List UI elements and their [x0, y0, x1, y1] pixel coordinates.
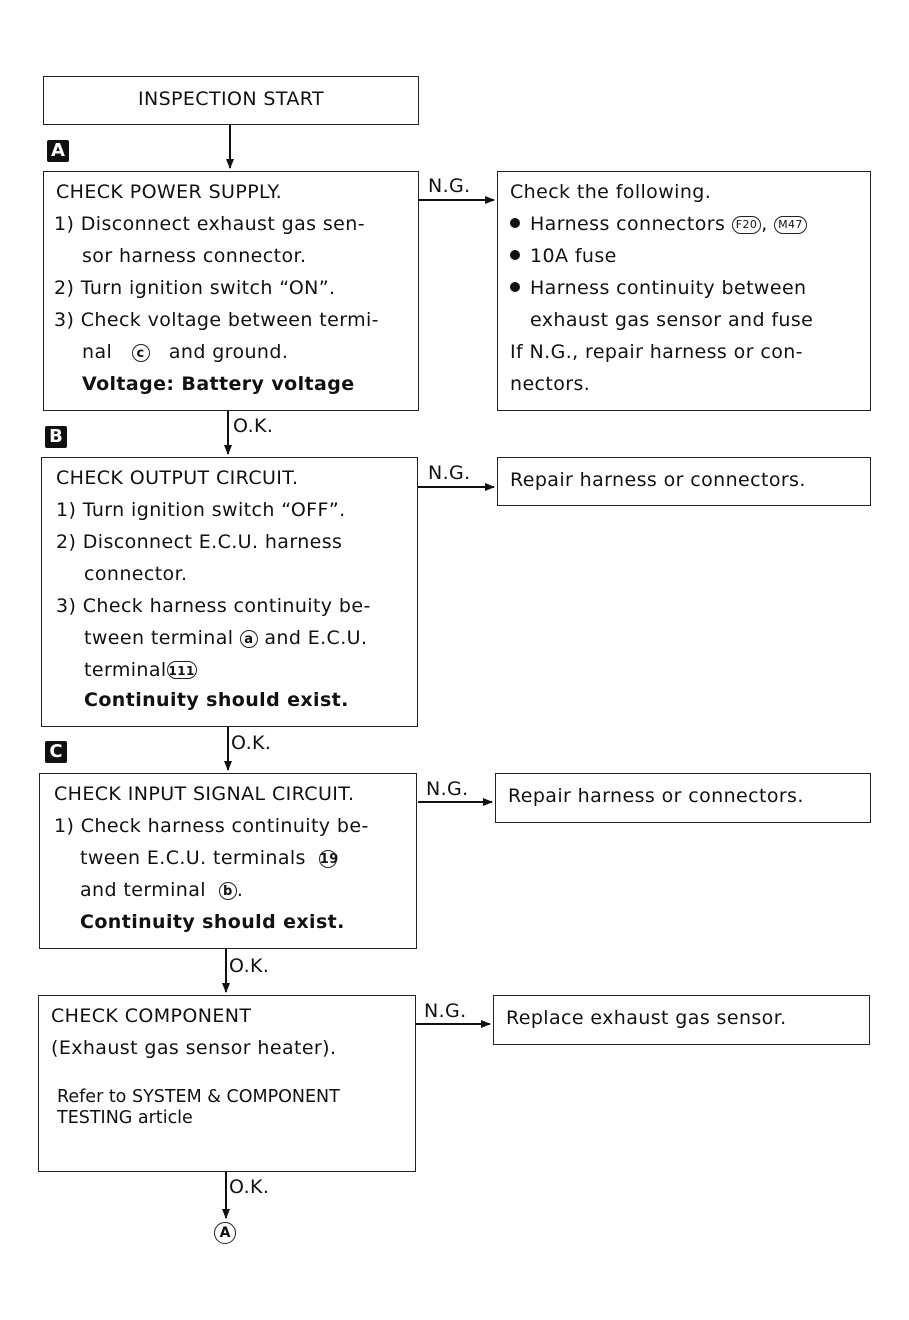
step-a-line-3: 2) Turn ignition switch “ON”. [54, 277, 336, 299]
step-c-line-3-text: and terminal [80, 879, 206, 901]
step-a-ng-tail-2: nectors. [510, 373, 591, 395]
step-c-line-2-text: tween E.C.U. terminals [80, 847, 306, 869]
step-b-title: CHECK OUTPUT CIRCUIT. [56, 467, 299, 489]
end-connector-a-icon: A [214, 1222, 236, 1244]
step-a-ng-box: Check the following. Harness connectors … [497, 171, 871, 411]
step-c-line-1: 1) Check harness continuity be- [54, 815, 369, 837]
step-d-ng-text: Replace exhaust gas sensor. [506, 1007, 787, 1029]
step-d-ng-label: N.G. [424, 1000, 467, 1022]
step-b-ng-text: Repair harness or connectors. [510, 469, 806, 491]
step-a-line-2: sor harness connector. [82, 245, 307, 267]
step-b-line-3: connector. [84, 563, 188, 585]
step-c-box: CHECK INPUT SIGNAL CIRCUIT. 1) Check har… [39, 773, 417, 949]
step-c-ng-box: Repair harness or connectors. [495, 773, 871, 823]
step-b-line-1: 1) Turn ignition switch “OFF”. [56, 499, 346, 521]
step-b-spec: Continuity should exist. [84, 689, 349, 711]
step-a-ng-intro: Check the following. [510, 181, 712, 203]
step-a-ng-bullet-1-text: Harness connectors [530, 213, 726, 235]
step-d-title: CHECK COMPONENT [51, 1005, 252, 1027]
terminal-b-icon: b [218, 882, 237, 900]
connector-f20-icon: F20 [731, 216, 762, 234]
inspection-start-label: INSPECTION START [137, 88, 325, 110]
step-d-note-2: TESTING article [57, 1108, 193, 1128]
step-a-ng-label: N.G. [428, 175, 471, 197]
step-a-line-4: 3) Check voltage between termi- [54, 309, 379, 331]
step-c-spec: Continuity should exist. [80, 911, 345, 933]
connector-m47-icon: M47 [774, 216, 807, 234]
inspection-start-box: INSPECTION START [43, 76, 419, 125]
step-b-line-5: tween terminal a and E.C.U. [84, 628, 367, 648]
bullet-icon [510, 250, 520, 260]
step-b-ng-box: Repair harness or connectors. [497, 457, 871, 506]
step-a-badge: A [47, 140, 69, 162]
step-b-line-2: 2) Disconnect E.C.U. harness [56, 531, 343, 553]
step-a-ng-bullet-3-text: Harness continuity between [530, 277, 807, 299]
step-a-line-5-text: nal [82, 341, 113, 363]
ecu-terminal-19-icon: 19 [318, 850, 339, 868]
step-a-line-1: 1) Disconnect exhaust gas sen- [54, 213, 365, 235]
step-a-box: CHECK POWER SUPPLY. 1) Disconnect exhaus… [43, 171, 419, 411]
step-a-line-5: nal c and ground. [82, 342, 288, 362]
step-a-line-5b-text: and ground. [168, 341, 289, 363]
step-c-line-3: and terminal b. [80, 880, 243, 900]
step-b-box: CHECK OUTPUT CIRCUIT. 1) Turn ignition s… [41, 457, 418, 727]
step-a-ng-bullet-2-text: 10A fuse [530, 245, 617, 267]
step-a-ng-bullet-3: Harness continuity between [510, 278, 806, 298]
step-c-title: CHECK INPUT SIGNAL CIRCUIT. [54, 783, 355, 805]
step-d-subtitle: (Exhaust gas sensor heater). [51, 1037, 337, 1059]
step-b-ok-label: O.K. [231, 732, 272, 754]
terminal-c-icon: c [131, 344, 150, 362]
step-c-ng-label: N.G. [426, 778, 469, 800]
step-a-ng-bullet-3b: exhaust gas sensor and fuse [530, 309, 814, 331]
step-c-ok-label: O.K. [229, 955, 270, 977]
step-c-badge: C [45, 741, 67, 763]
step-d-ng-box: Replace exhaust gas sensor. [493, 995, 870, 1045]
step-b-line-4: 3) Check harness continuity be- [56, 595, 371, 617]
step-d-box: CHECK COMPONENT (Exhaust gas sensor heat… [38, 995, 416, 1172]
bullet-icon [510, 282, 520, 292]
step-c-line-3-period: . [236, 879, 244, 901]
step-d-note-1: Refer to SYSTEM & COMPONENT [57, 1087, 340, 1107]
step-b-line-5b-text: and E.C.U. [264, 627, 368, 649]
bullet-icon [510, 218, 520, 228]
step-a-ng-bullet-1: Harness connectors F20, M47 [510, 214, 807, 234]
step-b-line-5-text: tween terminal [84, 627, 234, 649]
step-d-ok-label: O.K. [229, 1176, 270, 1198]
step-b-line-6-text: terminal [84, 659, 167, 681]
ecu-terminal-111-icon: 111 [166, 661, 197, 679]
step-a-ng-bullet-2: 10A fuse [510, 246, 617, 266]
step-a-title: CHECK POWER SUPPLY. [56, 181, 283, 203]
step-b-ng-label: N.G. [428, 462, 471, 484]
step-a-ng-tail-1: If N.G., repair harness or con- [510, 341, 803, 363]
step-c-ng-text: Repair harness or connectors. [508, 785, 804, 807]
step-a-spec: Voltage: Battery voltage [82, 373, 355, 395]
step-a-ok-label: O.K. [233, 415, 274, 437]
step-b-badge: B [45, 426, 67, 448]
step-c-line-2: tween E.C.U. terminals 19 [80, 847, 339, 869]
terminal-a-icon: a [239, 630, 258, 648]
